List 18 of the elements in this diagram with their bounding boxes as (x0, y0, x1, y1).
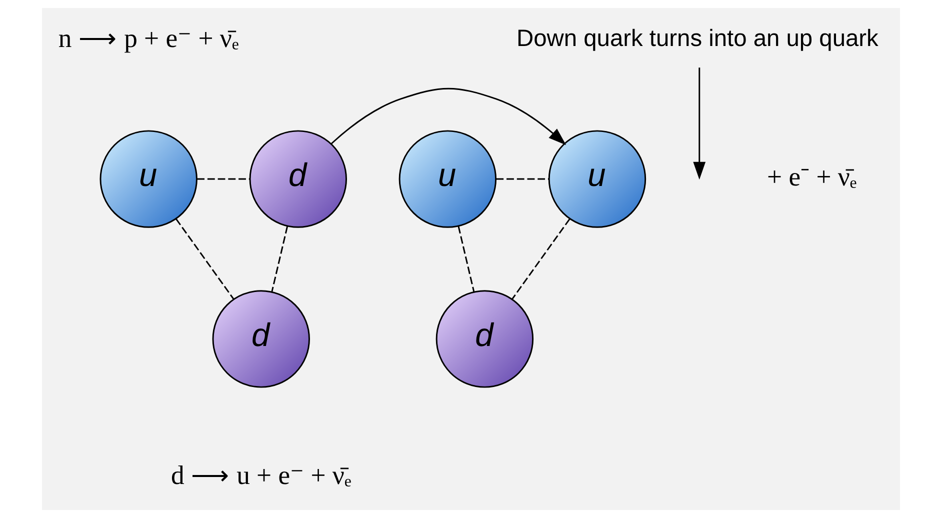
node-circle: u (548, 130, 646, 228)
connector (270, 226, 288, 292)
node-circle: d (212, 290, 310, 388)
node-circle: u (398, 130, 496, 228)
node-circle: d (248, 130, 346, 228)
connector (175, 218, 234, 300)
node-circle: u (99, 130, 197, 228)
label: + e⁻ + ν̄ₑ (766, 162, 856, 192)
connector (496, 178, 549, 180)
node-circle: d (435, 290, 534, 388)
node-text: Down quark turns into an up quark (516, 26, 878, 52)
label: d ⟶ u + e⁻ + ν̄ₑ (170, 460, 351, 490)
connector (457, 226, 474, 292)
arrow (692, 68, 706, 180)
connector (511, 218, 570, 300)
connector (196, 178, 250, 180)
label: n ⟶ p + e⁻ + ν̄ₑ (58, 23, 238, 54)
arrow (330, 88, 566, 146)
